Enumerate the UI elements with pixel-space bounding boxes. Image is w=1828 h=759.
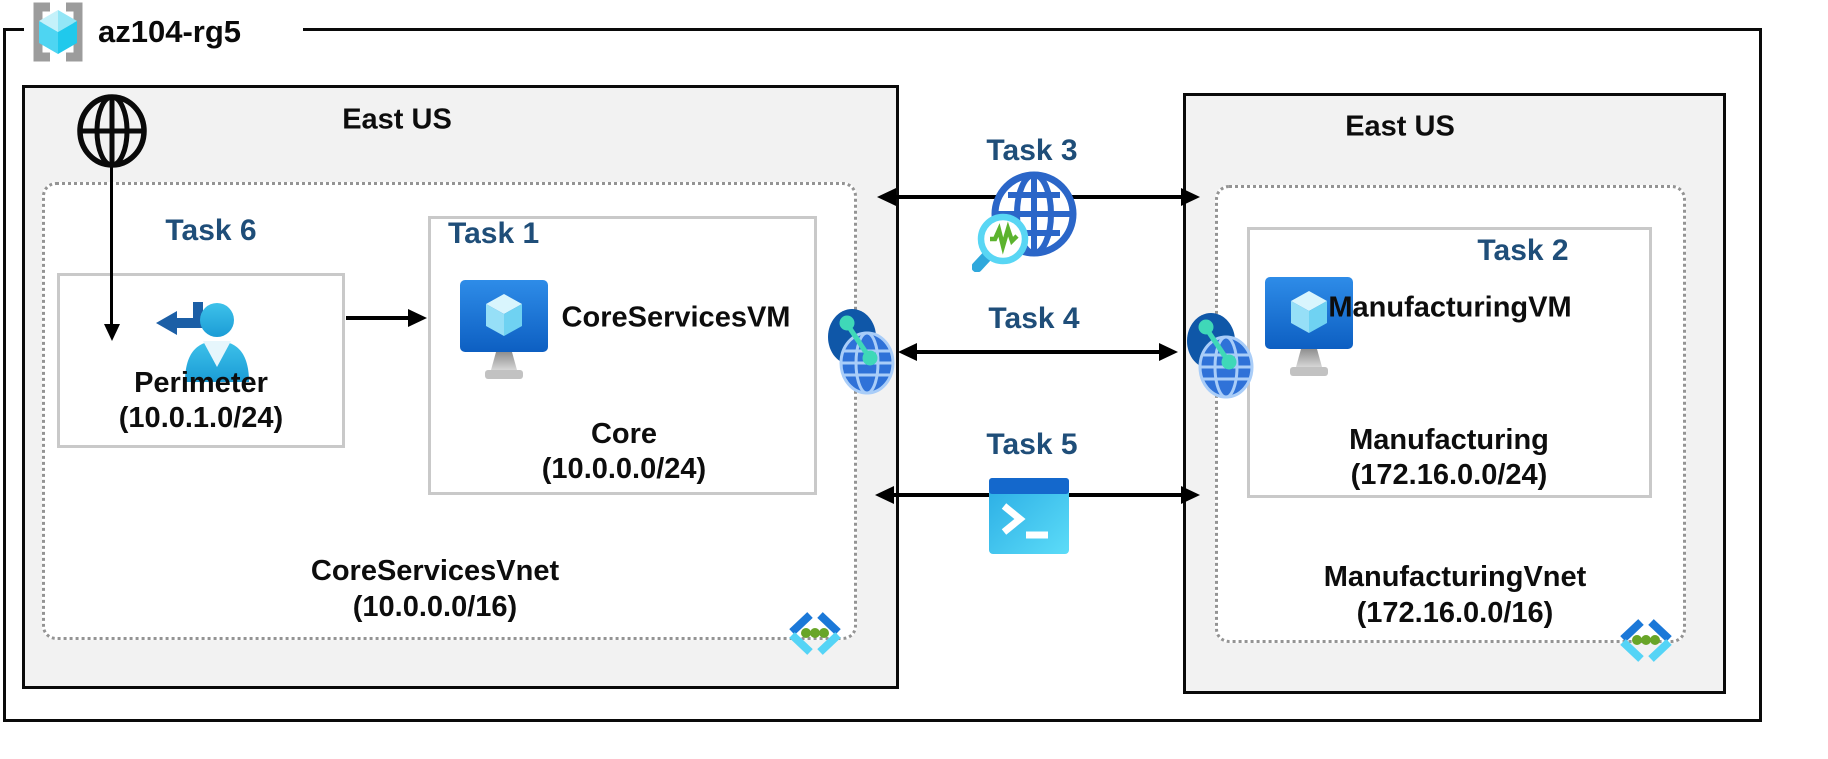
task5-label: Task 5 (986, 428, 1078, 461)
arrowhead-task5-right (1181, 486, 1200, 504)
resource-group-frame (3, 28, 1762, 722)
coreservices-vm-name: CoreServicesVM (561, 301, 791, 334)
manufacturing-subnet-label: Manufacturing (172.16.0.0/24) (1349, 423, 1549, 493)
manufacturing-name: Manufacturing (1349, 424, 1549, 456)
manufacturing-vm-name: ManufacturingVM (1328, 291, 1572, 324)
arrow-internet-to-perimeter (110, 166, 113, 326)
region-right-label: East US (1345, 110, 1455, 143)
resource-group-icon (33, 2, 83, 62)
arrowhead-task4-left (898, 343, 917, 361)
arrowhead-task4-right (1159, 343, 1178, 361)
coreservices-vnet-cidr: (10.0.0.0/16) (352, 591, 518, 623)
arrowhead-right (408, 309, 427, 327)
manufacturing-cidr: (172.16.0.0/24) (1350, 459, 1548, 491)
perimeter-user-icon (156, 302, 249, 382)
arrow-perimeter-to-task1 (346, 316, 410, 320)
arrowhead-task3-right (1181, 188, 1200, 206)
task3-label: Task 3 (986, 134, 1078, 167)
vnet-peering-icon-right (1187, 313, 1254, 399)
coreservices-vm-icon (460, 280, 548, 379)
task6-label: Task 6 (165, 214, 257, 247)
resource-group-name: az104-rg5 (98, 14, 242, 49)
core-subnet-label: Core (10.0.0.0/24) (542, 417, 706, 487)
internet-icon (77, 94, 147, 168)
task1-label: Task 1 (448, 217, 540, 250)
task2-label: Task 2 (1477, 234, 1569, 267)
virtual-network-icon-right (1620, 619, 1672, 662)
manufacturing-vnet-name: ManufacturingVnet (1323, 561, 1587, 593)
core-cidr: (10.0.0.0/24) (541, 453, 707, 485)
core-name: Core (590, 418, 658, 450)
arrowhead-task5-left (875, 486, 894, 504)
perimeter-label: Perimeter (10.0.1.0/24) (119, 366, 283, 436)
coreservices-vnet-name: CoreServicesVnet (310, 555, 560, 587)
arrow-task4 (914, 350, 1162, 354)
task4-label: Task 4 (988, 302, 1080, 335)
cloud-shell-icon (989, 478, 1069, 554)
manufacturing-vnet-cidr: (172.16.0.0/16) (1356, 597, 1554, 629)
resource-group-badge: az104-rg5 (24, 0, 304, 64)
coreservices-vnet-label: CoreServicesVnet (10.0.0.0/16) (311, 553, 559, 625)
network-watcher-icon (972, 171, 1077, 272)
virtual-network-icon-left (789, 612, 841, 655)
arrowhead-down (104, 324, 120, 341)
vnet-peering-icon-left (828, 309, 895, 395)
region-left-label: East US (342, 103, 452, 136)
task1-box (428, 216, 817, 495)
arrowhead-task3-left (877, 188, 896, 206)
perimeter-name: Perimeter (134, 367, 268, 399)
perimeter-cidr: (10.0.1.0/24) (118, 402, 284, 434)
manufacturing-vm-icon (1265, 277, 1353, 376)
manufacturing-vnet-label: ManufacturingVnet (172.16.0.0/16) (1324, 559, 1587, 631)
